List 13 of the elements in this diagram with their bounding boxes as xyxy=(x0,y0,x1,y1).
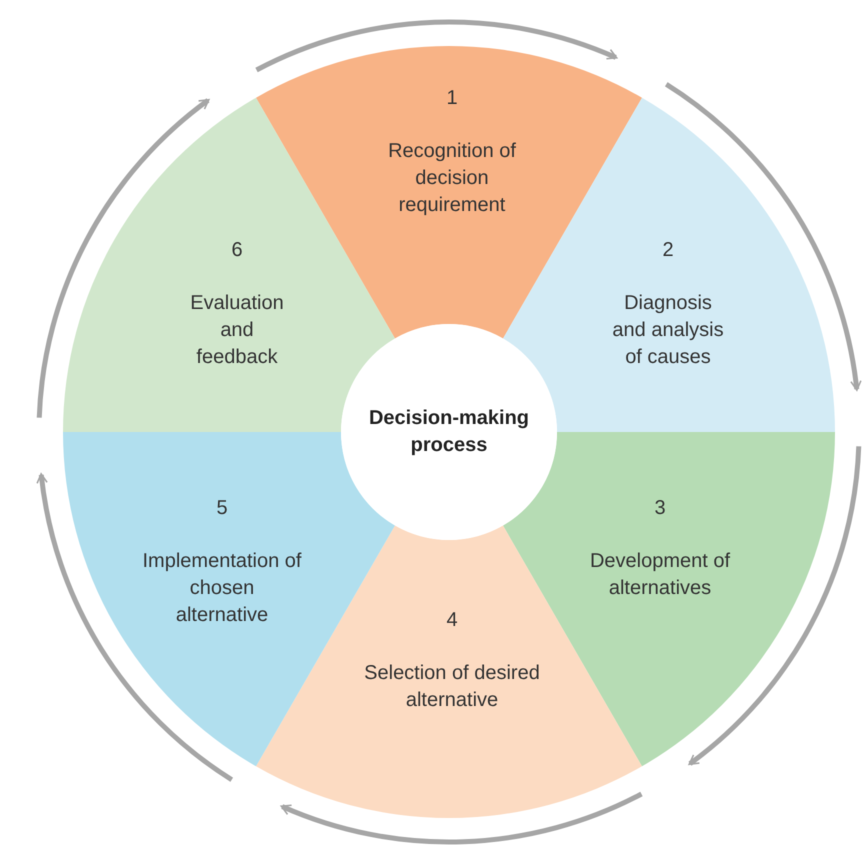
step-number: 5 xyxy=(216,496,228,521)
step-label: Selection of desired alternative xyxy=(363,661,541,713)
step-label: Recognition of decision requirement xyxy=(387,139,517,218)
step-label: Evaluation and feedback xyxy=(189,291,285,370)
step-label: Implementation of chosen alternative xyxy=(142,549,302,628)
step-number: 2 xyxy=(662,238,674,263)
step-number: 1 xyxy=(446,86,458,111)
step-label: Diagnosis and analysis of causes xyxy=(611,291,725,370)
center-label: Decision-making process xyxy=(368,406,530,458)
step-number: 4 xyxy=(446,608,458,633)
step-number: 3 xyxy=(654,496,666,521)
step-label: Development of alternatives xyxy=(588,549,732,601)
step-number: 6 xyxy=(231,238,243,263)
